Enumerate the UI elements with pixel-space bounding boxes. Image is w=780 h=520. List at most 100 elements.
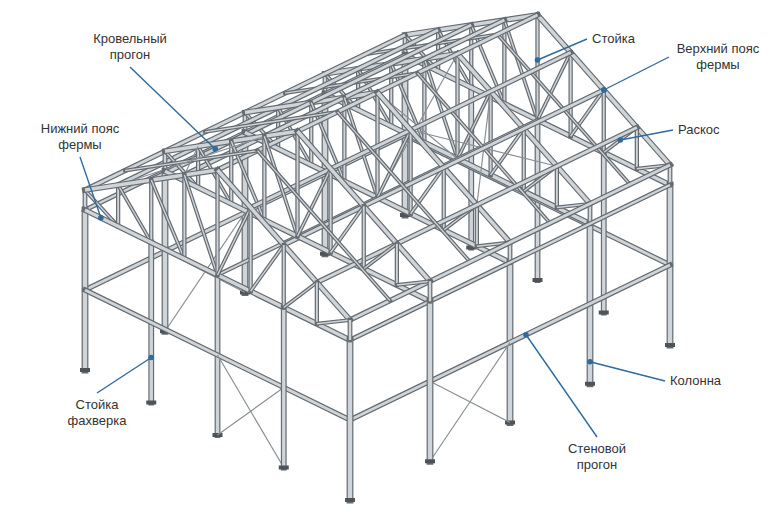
frame-members bbox=[80, 15, 675, 502]
member-outline bbox=[248, 208, 252, 292]
member-outline bbox=[262, 136, 266, 220]
member-face bbox=[331, 206, 364, 252]
member-face bbox=[230, 141, 232, 204]
leader bbox=[618, 130, 673, 143]
member-outline bbox=[282, 245, 286, 308]
member-face bbox=[636, 128, 638, 169]
steel-member bbox=[410, 130, 411, 214]
label-holder: Стеновой прогон bbox=[547, 440, 647, 474]
steel-member bbox=[258, 151, 391, 301]
leader-line bbox=[80, 157, 101, 218]
leader bbox=[587, 359, 665, 381]
brace-line bbox=[118, 136, 264, 185]
steel-member bbox=[217, 170, 218, 275]
leader-dot bbox=[618, 137, 624, 143]
steel-member bbox=[284, 283, 317, 308]
leader-line bbox=[590, 362, 665, 381]
member-outline bbox=[149, 180, 153, 243]
steel-member bbox=[118, 185, 119, 226]
leader-line bbox=[604, 57, 669, 90]
leader bbox=[97, 355, 154, 393]
brace-rod bbox=[430, 343, 510, 462]
member-outline bbox=[348, 320, 353, 340]
leader-line bbox=[526, 335, 597, 437]
label-holder: Стойка фахверка bbox=[52, 396, 142, 430]
steel-member bbox=[570, 53, 571, 137]
member-face bbox=[263, 136, 265, 220]
member-face bbox=[250, 208, 252, 292]
steel-member bbox=[218, 208, 251, 276]
member-face bbox=[217, 170, 219, 275]
member-face bbox=[338, 112, 471, 262]
steel-member bbox=[283, 245, 284, 308]
member-face bbox=[251, 245, 284, 291]
member-face bbox=[284, 283, 317, 308]
member-face bbox=[298, 131, 431, 281]
member-outline bbox=[315, 283, 319, 324]
leader bbox=[80, 157, 104, 221]
member-face bbox=[570, 53, 572, 137]
base-plate bbox=[599, 311, 609, 315]
member-face bbox=[602, 153, 605, 313]
callout-label: Раскос bbox=[676, 121, 722, 139]
steel-column bbox=[279, 308, 289, 470]
member-face bbox=[350, 185, 670, 340]
steel-member bbox=[231, 141, 232, 204]
member-outline bbox=[555, 166, 559, 207]
leader-dot bbox=[212, 146, 218, 152]
member-face bbox=[258, 151, 391, 301]
steel-member bbox=[184, 175, 185, 259]
steel-member bbox=[251, 245, 284, 291]
leader bbox=[130, 67, 218, 152]
leader-dot bbox=[535, 57, 541, 63]
member-outline bbox=[408, 130, 412, 214]
steel-member bbox=[250, 208, 251, 292]
steel-column bbox=[425, 301, 435, 463]
label-holder: Верхний пояс фермы bbox=[672, 40, 764, 74]
callout-label: Кровельный прогон bbox=[75, 30, 185, 64]
member-outline bbox=[328, 169, 332, 253]
label-holder: Нижний пояс фермы bbox=[37, 120, 123, 154]
callout-label: Стойка фахверка bbox=[52, 396, 142, 430]
leader-line bbox=[620, 130, 673, 140]
member-outline bbox=[568, 53, 572, 137]
member-face bbox=[282, 308, 285, 468]
base-plate bbox=[585, 382, 595, 386]
member-face bbox=[150, 180, 152, 243]
member-face bbox=[117, 185, 119, 226]
member-outline bbox=[475, 205, 479, 246]
leader-line bbox=[97, 358, 151, 394]
steel-column bbox=[599, 153, 609, 315]
member-face bbox=[283, 245, 285, 308]
callout-label: Стойка bbox=[590, 30, 637, 48]
steel-member bbox=[317, 320, 350, 324]
member-face bbox=[428, 301, 432, 461]
member-face bbox=[349, 320, 351, 340]
leader-line bbox=[538, 39, 588, 60]
member-face bbox=[297, 131, 299, 236]
base-plate bbox=[345, 498, 355, 502]
leader-line bbox=[130, 67, 215, 149]
label-holder: Кровельный прогон bbox=[75, 30, 185, 64]
brace-line bbox=[218, 355, 284, 468]
member-face bbox=[490, 91, 492, 175]
member-face bbox=[317, 320, 350, 324]
steel-member bbox=[636, 128, 637, 169]
steel-member bbox=[218, 170, 351, 320]
member-outline bbox=[427, 301, 434, 461]
member-face bbox=[348, 340, 352, 500]
member-outline bbox=[281, 308, 287, 468]
steel-member bbox=[430, 281, 431, 301]
member-outline bbox=[182, 175, 186, 259]
member-outline bbox=[350, 165, 670, 320]
steel-member bbox=[397, 281, 430, 285]
member-outline bbox=[331, 206, 364, 252]
steel-column bbox=[345, 340, 355, 502]
base-plate bbox=[665, 343, 675, 347]
steel-member bbox=[350, 320, 351, 340]
steel-member bbox=[396, 244, 397, 285]
steel-member bbox=[490, 91, 491, 175]
member-outline bbox=[229, 141, 233, 204]
steel-member bbox=[350, 185, 670, 340]
